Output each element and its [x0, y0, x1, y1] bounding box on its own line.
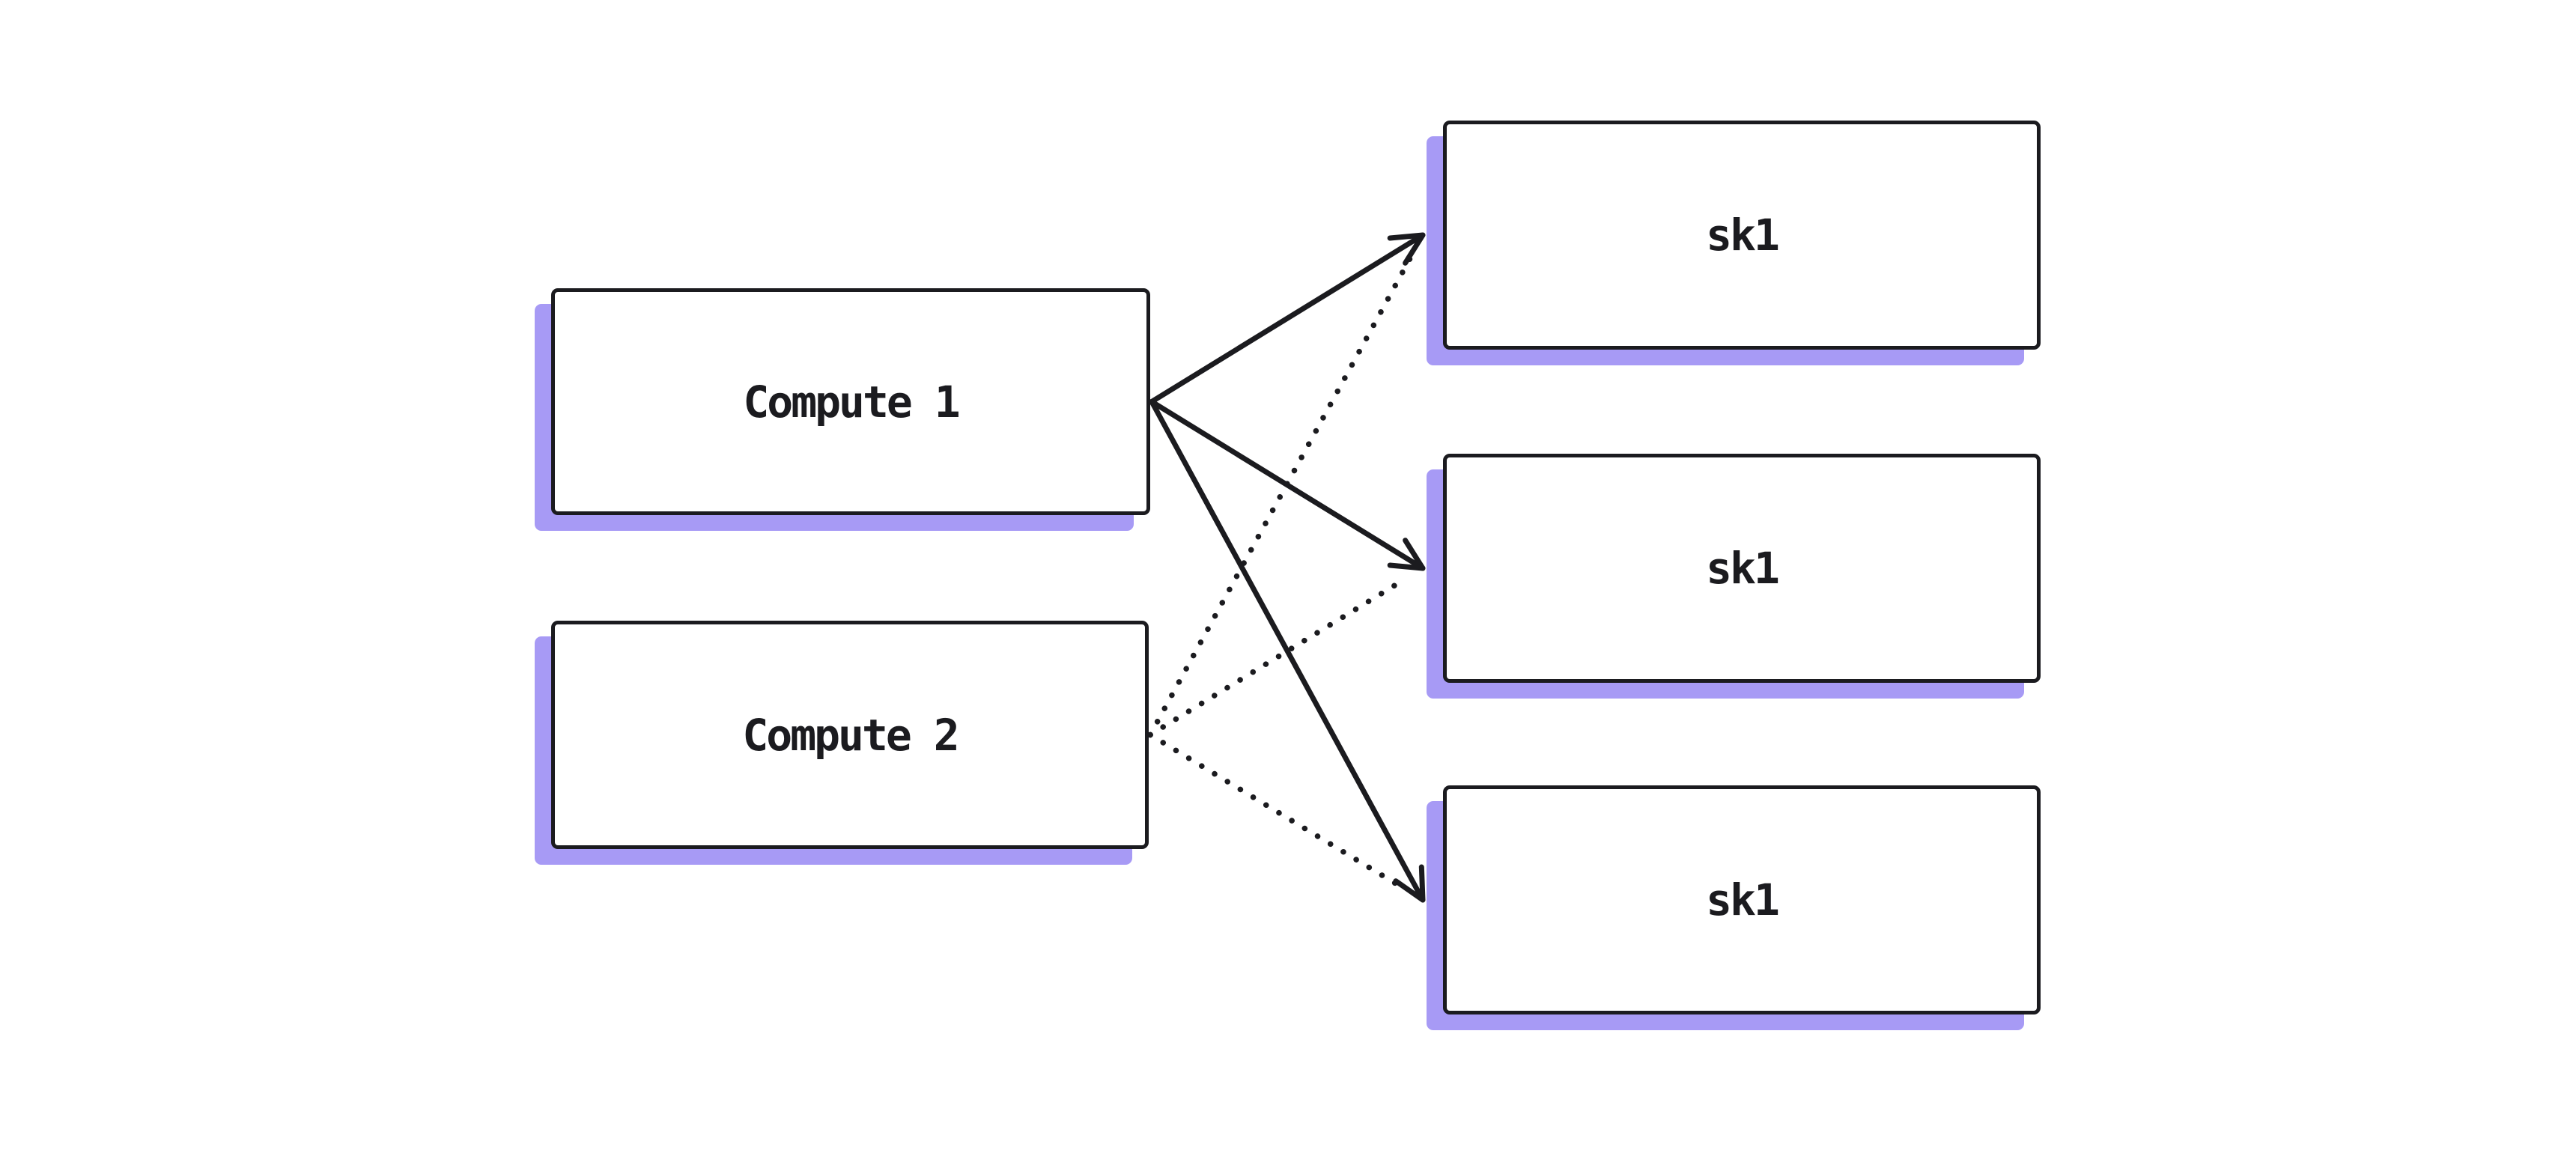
node-compute-2-label: Compute 2 — [742, 709, 959, 761]
node-sk1-top[interactable]: sk1 — [1443, 121, 2041, 350]
edge-compute1-sk1-bottom[interactable] — [1149, 399, 1426, 903]
node-compute-1[interactable]: Compute 1 — [551, 288, 1150, 515]
node-sk1-middle-label: sk1 — [1706, 543, 1780, 594]
edge-compute1-sk1-top[interactable] — [1149, 232, 1426, 404]
arrowhead-icon — [1387, 538, 1426, 571]
edge-compute2-sk1-top[interactable] — [1147, 249, 1417, 738]
node-sk1-top-label: sk1 — [1706, 210, 1780, 261]
node-sk1-bottom-label: sk1 — [1706, 874, 1780, 925]
node-compute-2[interactable]: Compute 2 — [551, 621, 1149, 849]
node-sk1-bottom[interactable]: sk1 — [1443, 785, 2041, 1014]
arrowhead-icon — [1393, 864, 1426, 903]
edge-compute2-sk1-middle[interactable] — [1147, 575, 1409, 738]
edge-compute1-sk1-middle[interactable] — [1149, 399, 1426, 571]
node-compute-1-label: Compute 1 — [743, 376, 960, 428]
node-sk1-middle[interactable]: sk1 — [1443, 454, 2041, 683]
arrowhead-icon — [1387, 232, 1426, 266]
edge-compute2-sk1-bottom[interactable] — [1147, 731, 1409, 893]
